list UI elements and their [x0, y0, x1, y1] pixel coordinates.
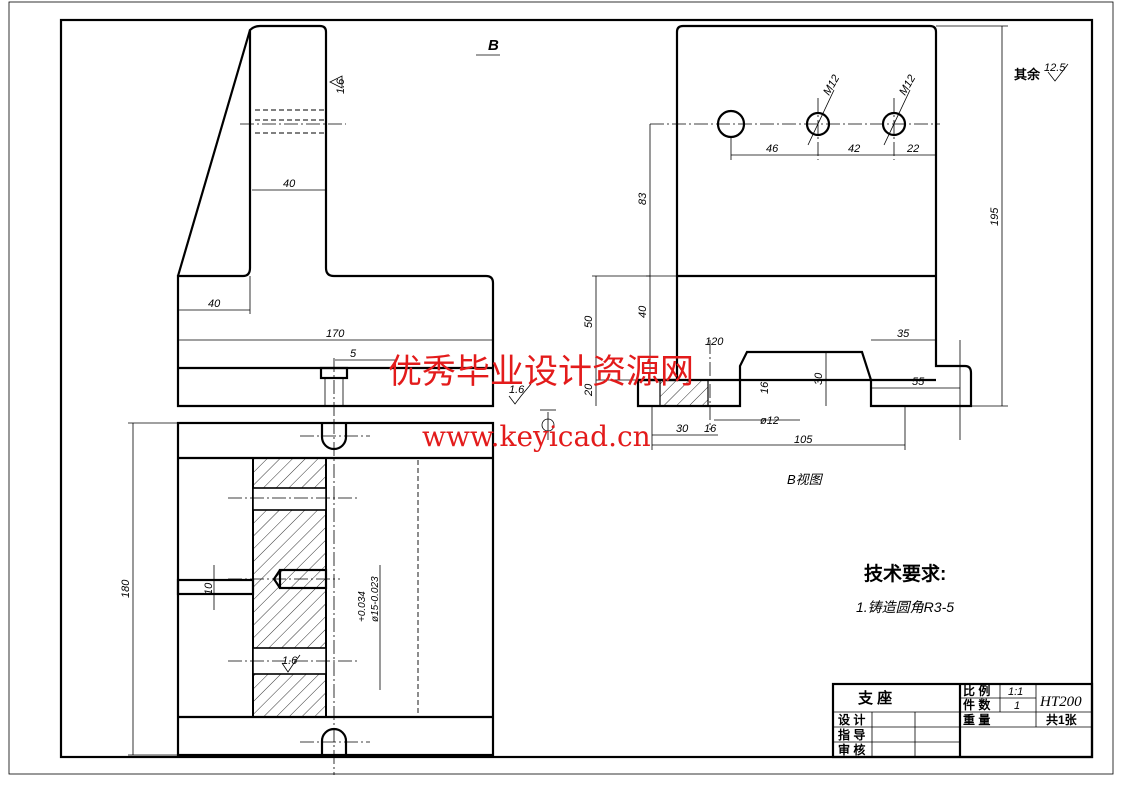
drawing-frame [8, 1, 1114, 775]
b-view: B M12 M12 46 42 22 83 40 50 20 [476, 24, 1008, 487]
dim-30b: 30 [676, 423, 689, 435]
dim-40-upper: 40 [283, 178, 296, 190]
surface-finish-note: 其余 12.5 [1014, 62, 1069, 82]
view-label-b: B [488, 37, 499, 54]
watermark-url: www.keyicad.cn [422, 420, 651, 453]
title-block: 支 座 比 例 1:1 件 数 1 重 量 HT200 共1张 设 计 指 导 … [831, 682, 1094, 759]
weight-label: 重 量 [963, 712, 990, 727]
view-caption: B视图 [787, 472, 824, 487]
guide-label: 指 导 [838, 727, 865, 742]
qty-label: 件 数 [963, 697, 991, 712]
review-label: 审 核 [838, 742, 865, 757]
part-name: 支 座 [857, 689, 892, 707]
roughness-1-6-side: 1.6 [509, 384, 525, 396]
thread-m12-b: M12 [897, 73, 918, 98]
dim-10: 10 [203, 582, 215, 595]
watermark: 优秀毕业设计资源网 www.keyicad.cn [388, 352, 694, 453]
front-view: 40 40 170 1.6 5 1.6 [176, 24, 532, 420]
dim-16b: 16 [704, 423, 717, 435]
surface-note-label: 其余 [1014, 67, 1041, 82]
design-label: 设 计 [838, 712, 865, 727]
dim-105: 105 [794, 434, 813, 446]
sheets: 共1张 [1046, 712, 1078, 727]
dim-120: 120 [705, 336, 724, 348]
dim-phi-small: 5 [350, 348, 357, 360]
roughness-1-6-mid: 1.6 [282, 655, 298, 667]
material: HT200 [1039, 694, 1082, 710]
technical-requirements: 技术要求: 1.铸造圆角R3-5 [856, 562, 954, 615]
dim-40-lower: 40 [208, 298, 221, 310]
tech-req-item-1: 1.铸造圆角R3-5 [856, 599, 954, 615]
tech-req-title: 技术要求: [864, 562, 946, 585]
dim-46: 46 [766, 143, 779, 155]
dim-16: 16 [759, 381, 771, 394]
dim-40-right: 40 [637, 305, 649, 318]
scale-label: 比 例 [963, 683, 990, 698]
dim-55: 55 [912, 376, 925, 388]
dim-83: 83 [637, 192, 649, 205]
dim-20: 20 [583, 383, 595, 397]
dim-170: 170 [326, 328, 345, 340]
qty-value: 1 [1014, 700, 1020, 712]
watermark-cn: 优秀毕业设计资源网 [388, 352, 694, 392]
dim-42: 42 [848, 143, 860, 155]
tolerance-upper: +0.034 [357, 591, 368, 622]
scale-value: 1:1 [1008, 686, 1023, 698]
dim-195: 195 [989, 207, 1001, 226]
tolerance-lower: ø15-0.023 [370, 576, 381, 622]
dim-phi12: ø12 [760, 415, 779, 427]
thread-m12-a: M12 [821, 73, 842, 98]
dim-30: 30 [813, 372, 825, 385]
dim-50: 50 [583, 315, 595, 328]
dim-22: 22 [906, 143, 919, 155]
top-view: 180 10 +0.034 ø15-0.023 1.6 [120, 409, 556, 775]
surface-note-value: 12.5 [1044, 62, 1066, 74]
dim-180: 180 [120, 579, 132, 598]
dim-35: 35 [897, 328, 910, 340]
roughness-1-6-top: 1.6 [335, 78, 347, 94]
